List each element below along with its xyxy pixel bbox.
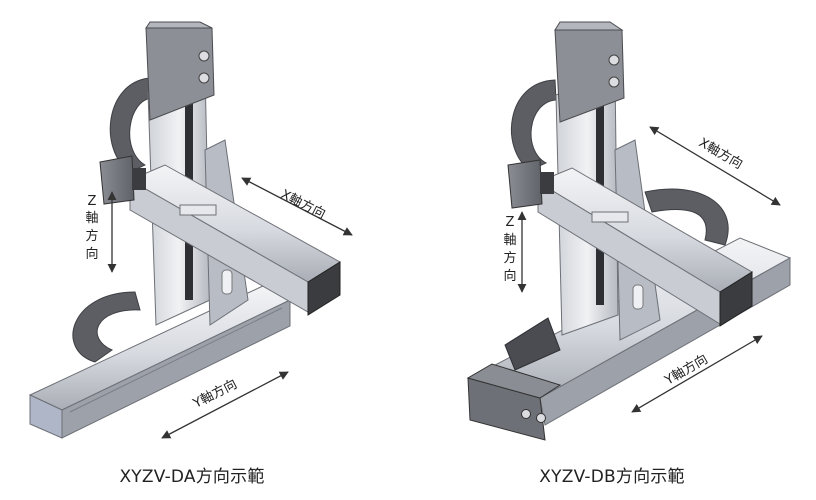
z-label-char: 軸 bbox=[85, 211, 98, 226]
y-direction-arrow bbox=[161, 371, 289, 439]
connector-icon bbox=[536, 413, 546, 423]
z-label-char: 方 bbox=[503, 250, 516, 266]
left-z-direction: Z 軸 方 向 bbox=[85, 191, 117, 273]
z-label-char: 向 bbox=[85, 246, 98, 262]
x-axis-end-cap bbox=[719, 271, 753, 327]
x-motor-flange bbox=[540, 172, 554, 194]
left-y-direction: Y軸方向 bbox=[161, 371, 289, 439]
x-direction-label: X軸方向 bbox=[696, 135, 745, 173]
z-motor-top bbox=[554, 21, 624, 31]
z-label-char: Z bbox=[506, 215, 515, 230]
base-bracket bbox=[504, 317, 561, 371]
connector-icon bbox=[521, 409, 531, 419]
right-z-direction: Z 軸 方 向 bbox=[503, 211, 527, 293]
z-label-char: 方 bbox=[85, 228, 98, 244]
y-direction-arrow bbox=[631, 335, 763, 413]
caption-xyzv-db: XYZV-DB方向示範 bbox=[539, 467, 685, 487]
cable-chain-lower bbox=[72, 291, 141, 363]
bracket-slot bbox=[632, 284, 644, 310]
z-label-char: 向 bbox=[503, 268, 516, 284]
connector-icon bbox=[608, 76, 620, 88]
connector-icon bbox=[198, 50, 210, 62]
y-motor-top bbox=[466, 363, 562, 399]
x-carriage-plate bbox=[179, 204, 217, 216]
x-axis-end-cap bbox=[307, 261, 341, 316]
y-rail-slot bbox=[69, 307, 283, 413]
cable-chain-upper bbox=[510, 79, 557, 171]
y-axis-rail-front bbox=[61, 299, 291, 439]
connector-icon bbox=[608, 54, 620, 66]
x-axis-motor bbox=[99, 155, 135, 205]
x-direction-label: X軸方向 bbox=[278, 186, 328, 222]
z-label-char: Z bbox=[88, 194, 97, 209]
z-motor-top bbox=[145, 21, 213, 29]
y-direction-label: Y軸方向 bbox=[190, 376, 240, 412]
connector-icon bbox=[198, 72, 210, 84]
x-direction-arrow bbox=[649, 126, 781, 206]
x-axis-motor bbox=[507, 159, 543, 209]
bracket-slot bbox=[221, 269, 233, 295]
robot-xyzv-db bbox=[466, 21, 792, 441]
x-motor-flange bbox=[132, 168, 146, 190]
robot-xyzv-da bbox=[28, 21, 341, 439]
x-carriage-plate bbox=[591, 211, 629, 223]
x-direction-arrow bbox=[241, 177, 353, 236]
caption-xyzv-da: XYZV-DA方向示範 bbox=[119, 467, 265, 487]
z-label-char: 軸 bbox=[503, 233, 516, 248]
